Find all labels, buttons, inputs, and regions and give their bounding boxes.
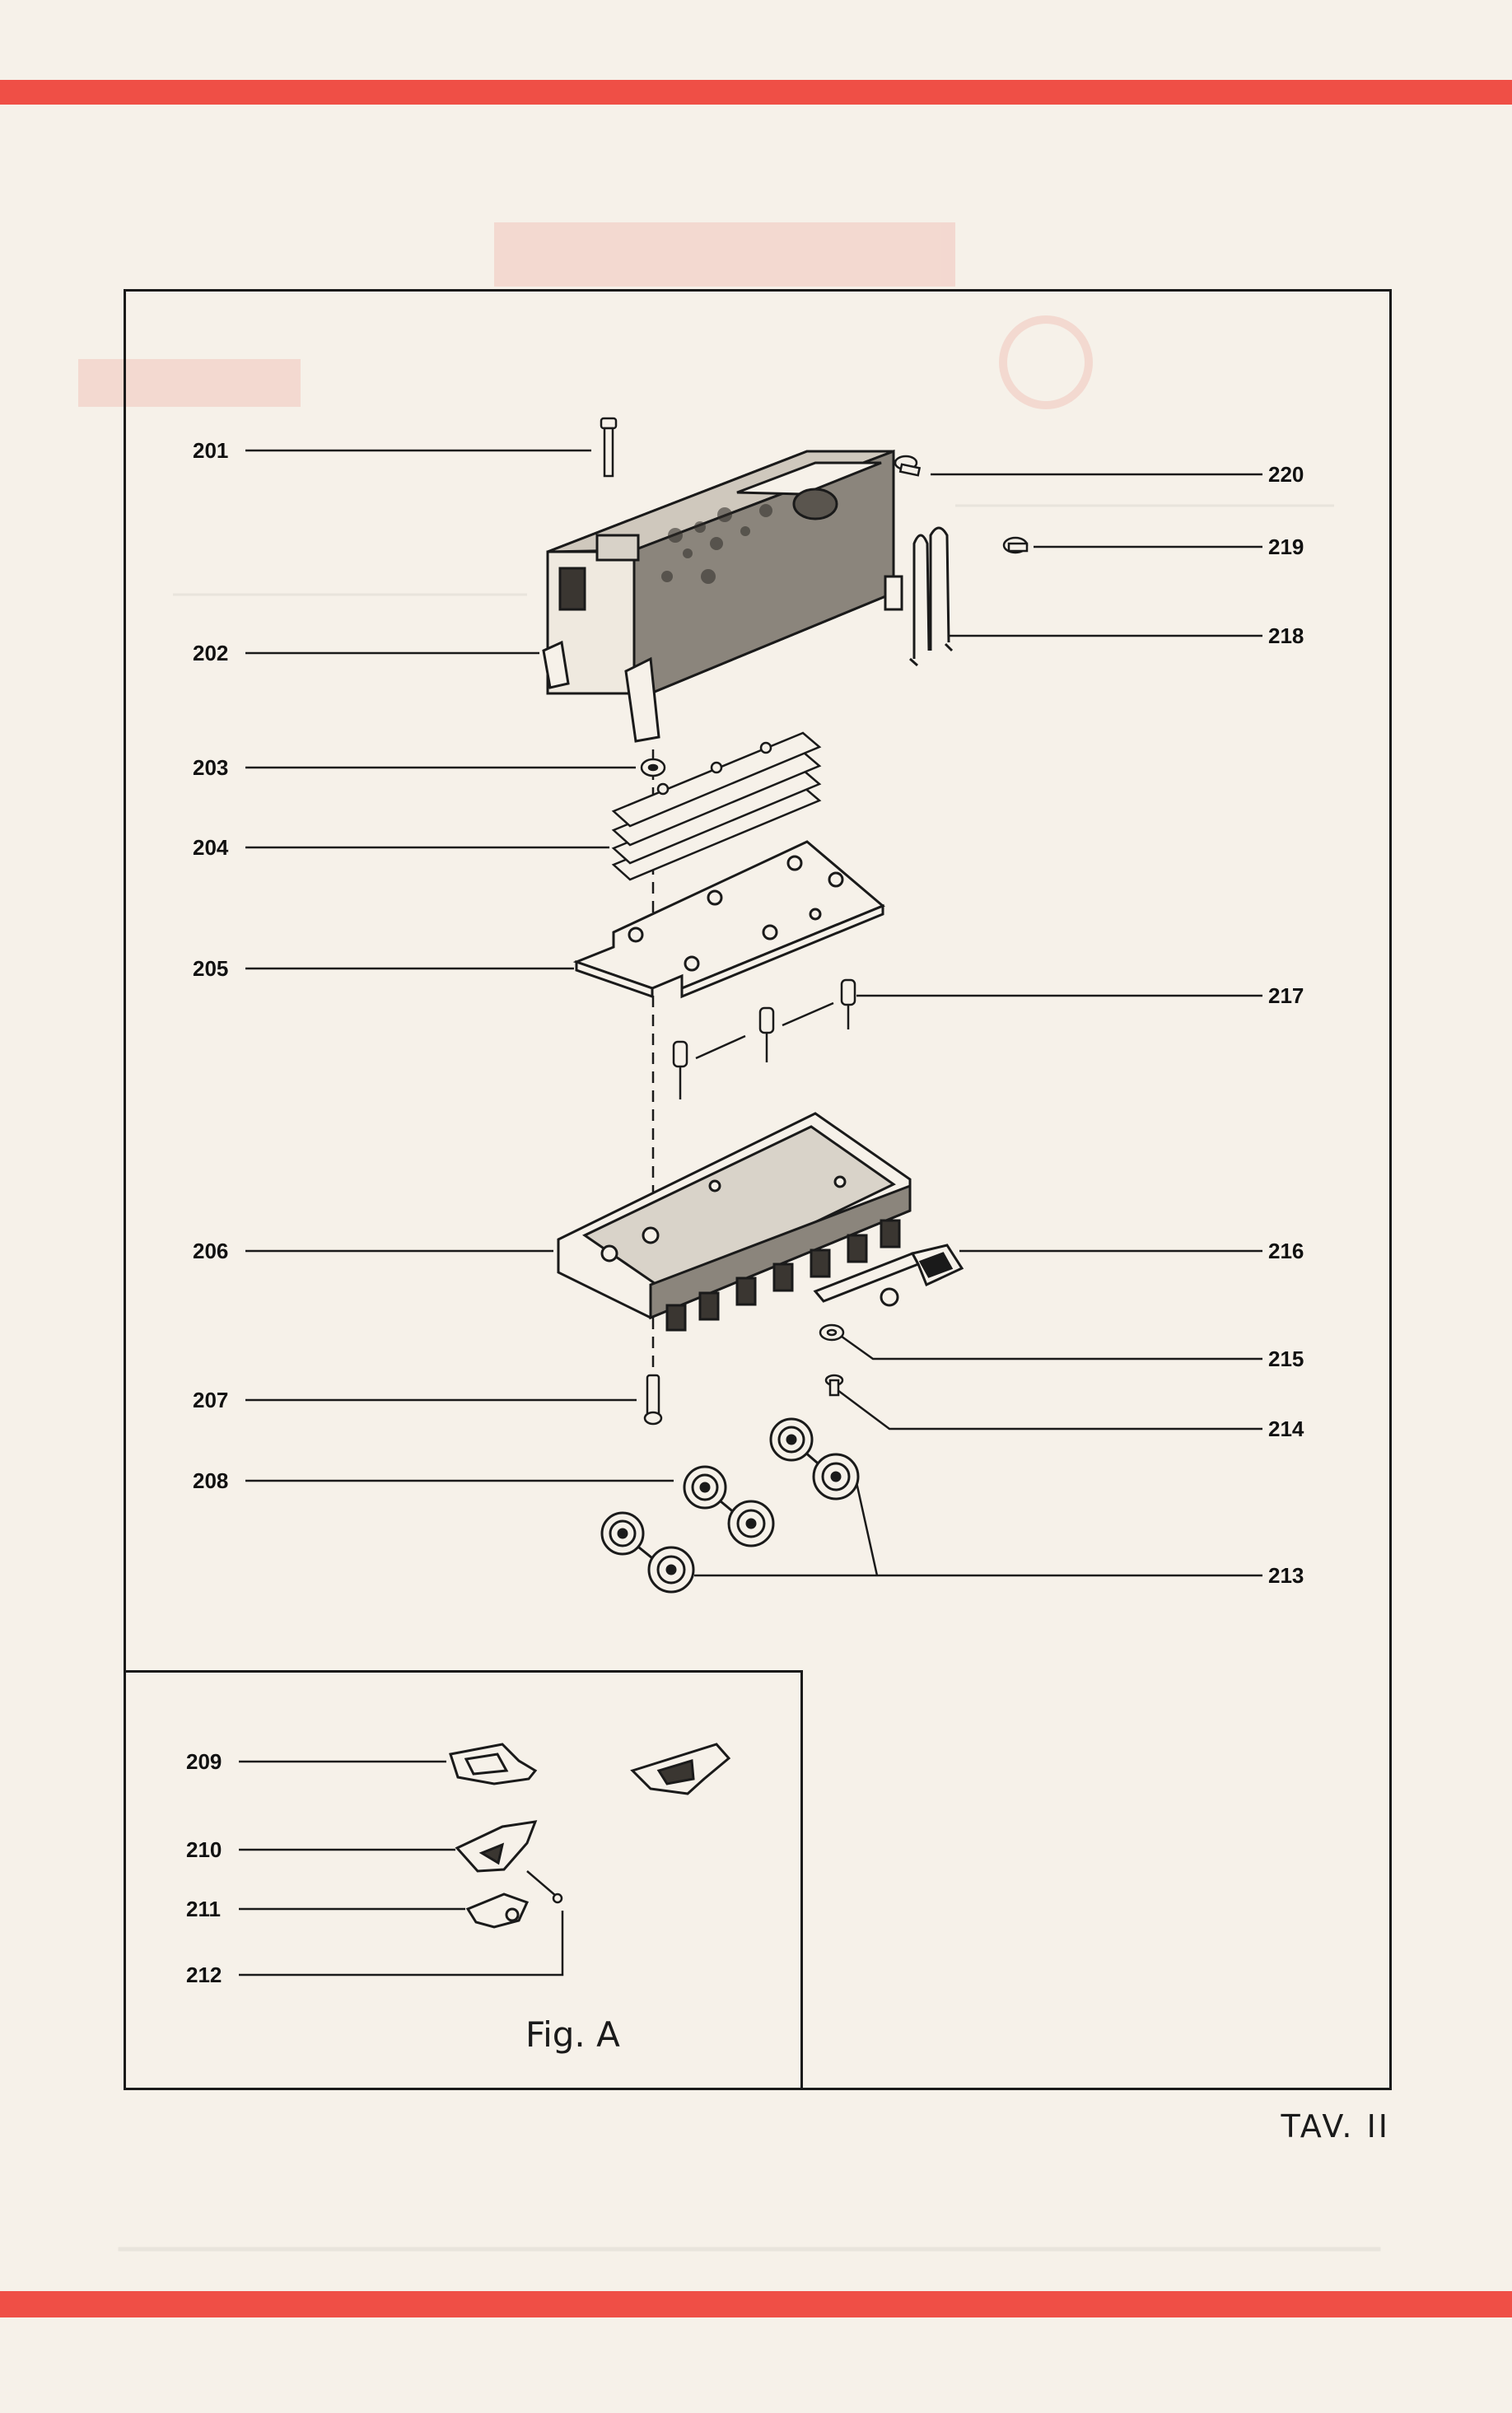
top-red-stripe (0, 80, 1512, 105)
part-205-base-plate (572, 840, 885, 999)
label-202: 202 (193, 641, 228, 665)
part-220-screw (894, 455, 922, 477)
diagram-frame (124, 289, 1392, 2090)
part-218-wire-contacts (909, 526, 954, 667)
part-217-pins (672, 978, 856, 1099)
label-209: 209 (186, 1749, 222, 1774)
part-206-underframe (557, 1112, 912, 1332)
label-217: 217 (1268, 983, 1304, 1008)
label-211: 211 (186, 1897, 221, 1921)
label-205: 205 (193, 956, 228, 981)
fig-a-caption: Fig. A (525, 2014, 620, 2055)
leader-214 (833, 1386, 1262, 1431)
label-204: 204 (193, 835, 229, 860)
part-211-plate (465, 1893, 530, 1929)
part-203-nut (640, 758, 666, 777)
leader-215 (838, 1333, 1262, 1361)
part-202-chassis (542, 449, 903, 743)
part-209-hook (449, 1743, 538, 1785)
part-212-pin (526, 1870, 563, 1904)
part-207-screw (643, 1374, 663, 1426)
part-204-plates (611, 731, 822, 881)
leader-213-branch (855, 1482, 879, 1576)
part-216-coupler (813, 1244, 964, 1307)
label-206: 206 (193, 1239, 228, 1263)
part-labels: 201 202 203 204 205 206 207 208 209 210 … (186, 438, 1304, 2055)
fig-a-inset-box (124, 1670, 803, 2090)
plate-label: TAV. II (1281, 2108, 1390, 2145)
coupler-assembly-illustration (630, 1743, 731, 1795)
chassis-motor-texture (661, 504, 772, 584)
label-216: 216 (1268, 1239, 1304, 1263)
label-201: 201 (193, 438, 228, 463)
part-213-wheelsets (600, 1417, 860, 1594)
bottom-red-stripe (0, 2291, 1512, 2317)
label-203: 203 (193, 755, 228, 780)
label-215: 215 (1268, 1347, 1304, 1371)
label-214: 214 (1268, 1417, 1304, 1441)
part-210-lever (455, 1820, 538, 1873)
label-212: 212 (186, 1963, 222, 1987)
label-220: 220 (1268, 462, 1304, 487)
leader-lines (239, 449, 1262, 1977)
leader-212 (239, 1911, 564, 1977)
part-215-washer (819, 1323, 845, 1342)
part-214-screw (824, 1374, 844, 1397)
part-219-screw (1002, 536, 1029, 554)
label-219: 219 (1268, 534, 1304, 559)
label-208: 208 (193, 1468, 228, 1493)
label-218: 218 (1268, 623, 1304, 648)
label-210: 210 (186, 1837, 222, 1862)
label-207: 207 (193, 1388, 228, 1412)
label-213: 213 (1268, 1563, 1304, 1588)
part-201-screw (600, 417, 618, 478)
